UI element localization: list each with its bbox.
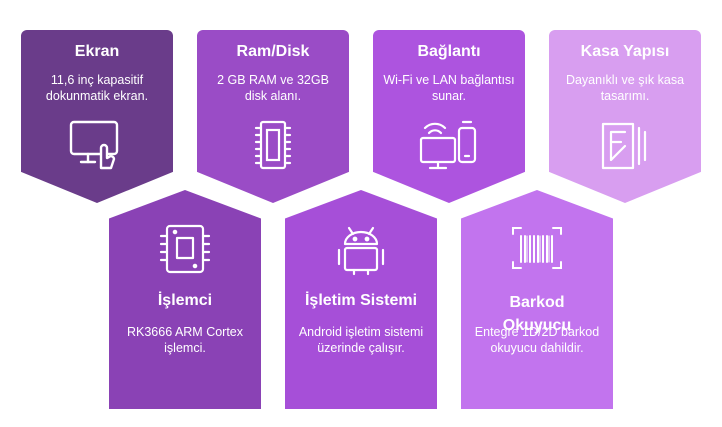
barcode-icon xyxy=(461,222,613,276)
card-baglanti: Bağlantı Wi-Fi ve LAN bağlantısı sunar. xyxy=(373,30,525,203)
card-desc: Wi-Fi ve LAN bağlantısı sunar. xyxy=(383,73,515,103)
card-desc: Dayanıklı ve şık kasa tasarımı. xyxy=(565,73,685,103)
processor-icon xyxy=(109,222,261,276)
card-title: Barkod Okuyucu xyxy=(502,294,572,334)
card-title: İşletim Sistemi xyxy=(304,292,418,309)
card-kasa-yapisi: Kasa Yapısı Dayanıklı ve şık kasa tasarı… xyxy=(549,30,701,203)
android-icon xyxy=(285,222,437,276)
card-title: Ram/Disk xyxy=(236,43,310,60)
card-islemci: İşlemci RK3666 ARM Cortex işlemci. xyxy=(109,190,261,409)
memory-chip-icon xyxy=(197,118,349,172)
card-title: Bağlantı xyxy=(417,43,481,60)
card-desc: Entegre 1D/2D barkod okuyucu dahildir. xyxy=(474,325,600,355)
card-isletim-sistemi: İşletim Sistemi Android işletim sistemi … xyxy=(285,190,437,409)
case-design-icon xyxy=(549,118,701,172)
card-desc: 2 GB RAM ve 32GB disk alanı. xyxy=(217,73,329,103)
touchscreen-icon xyxy=(21,118,173,172)
card-title: Ekran xyxy=(74,43,120,60)
card-desc: 11,6 inç kapasitif dokunmatik ekran. xyxy=(45,73,149,103)
card-barkod-okuyucu: Barkod Okuyucu Entegre 1D/2D barkod okuy… xyxy=(461,190,613,409)
card-title: Kasa Yapısı xyxy=(580,43,670,60)
card-title: İşlemci xyxy=(157,292,213,309)
card-desc: RK3666 ARM Cortex işlemci. xyxy=(126,325,244,355)
card-desc: Android işletim sistemi üzerinde çalışır… xyxy=(298,325,424,355)
card-ekran: Ekran 11,6 inç kapasitif dokunmatik ekra… xyxy=(21,30,173,203)
card-ram-disk: Ram/Disk 2 GB RAM ve 32GB disk alanı. xyxy=(197,30,349,203)
wifi-lan-icon xyxy=(373,118,525,172)
